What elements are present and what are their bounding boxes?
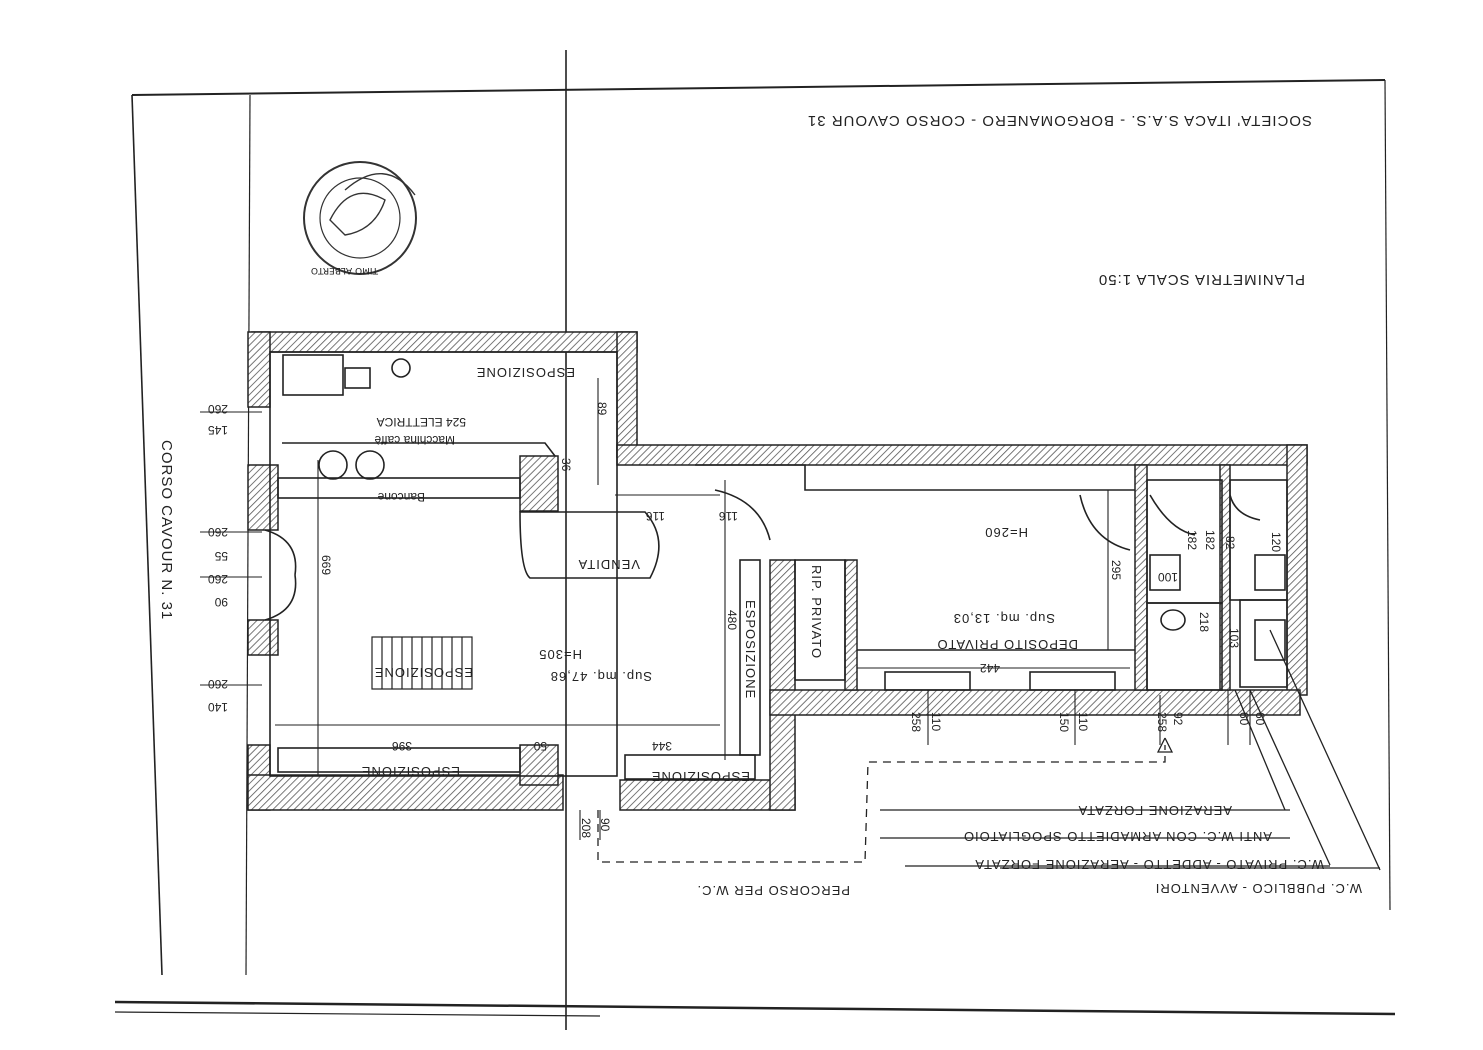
rip-privato-label: RIP. PRIVATO [809, 565, 824, 659]
stamp: TIMO ALBERTO [303, 161, 417, 275]
deposit-name-label: DEPOSITO PRIVATO [937, 637, 1078, 652]
legend-wc-privato: W.C. PRIVATO - ADDETTO - AERAZIONE FORZA… [974, 857, 1324, 872]
legend-wc-pubblico: W.C. PUBBLICO - AVVENTORI [1155, 881, 1362, 896]
dim-116-a: 116 [646, 509, 665, 523]
dim-120: 120 [1269, 532, 1283, 552]
dim-89: 89 [595, 402, 609, 416]
dim-50: 50 [533, 739, 547, 753]
dim-480: 480 [725, 610, 739, 630]
esposizione-bottom-label: ESPOSIZIONE [361, 764, 460, 779]
dim-60-b: 60 [1253, 712, 1267, 726]
dim-90: 90 [214, 595, 228, 609]
dim-100: 100 [1158, 570, 1178, 584]
macchina-label: Macchina caffè [374, 433, 455, 447]
dim-260-b: 260 [208, 525, 228, 539]
esposizione-grid-label: ESPOSIZIONE [374, 665, 473, 680]
legend-aerazione: AERAZIONE FORZATA [1078, 803, 1232, 818]
esposizione-vertical-label: ESPOSIZIONE [743, 600, 758, 699]
route-lines [597, 629, 1381, 871]
dim-82: 82 [1223, 536, 1237, 550]
company-title: SOCIETA' ITACA S.A.S. - BORGOMANERO - CO… [807, 112, 1312, 129]
dimension-lines [200, 378, 1251, 840]
dim-150: 150 [1057, 712, 1071, 732]
esposizione-bottom-right-label: ESPOSIZIONE [651, 769, 750, 784]
dim-669: 669 [319, 555, 333, 575]
deposit-height-label: H=260 [984, 525, 1028, 540]
dim-295: 295 [1109, 560, 1123, 580]
dim-145: 145 [208, 423, 228, 437]
dim-140: 140 [208, 700, 228, 714]
dim-344: 344 [652, 739, 672, 753]
main-height-label: H=305 [538, 647, 582, 662]
legend-anti-wc: ANTI W.C. CON ARMADIETTO SPOGLIATOIO [963, 829, 1272, 844]
dim-116-b: 116 [719, 509, 738, 523]
dim-103: 103 [1227, 628, 1241, 648]
dim-258-a: 258 [909, 712, 923, 732]
dim-260-d: 260 [208, 677, 228, 691]
dim-182-b: 182 [1203, 530, 1217, 550]
dim-258-b: 258 [1155, 712, 1169, 732]
legend-percorso: PERCORSO PER W.C. [696, 883, 850, 898]
main-area-label: Sup. mq. 47,68 [550, 669, 652, 684]
scale-label: PLANIMETRIA SCALA 1:50 [1098, 271, 1305, 288]
dim-442: 442 [980, 661, 1000, 675]
dim-110-a: 110 [929, 712, 943, 731]
vendita-label: VENDITA [578, 557, 640, 572]
street-label: CORSO CAVOUR N. 31 [158, 440, 175, 620]
dim-60-a: 60 [1237, 712, 1251, 726]
dim-260-a: 260 [208, 402, 228, 416]
dim-90-b: 90 [598, 818, 612, 832]
elettrica-label: 524 ELETTRICA [377, 415, 466, 429]
walls [247, 331, 1308, 811]
dim-36: 36 [559, 458, 573, 472]
dim-92: 92 [1171, 712, 1185, 726]
dim-182-a: 182 [1185, 530, 1199, 550]
deposit-area-label: Sup. mq. 13,03 [953, 611, 1055, 626]
dim-260-c: 260 [208, 572, 228, 586]
bancone-label: Bancone [377, 490, 425, 504]
dim-396: 396 [392, 739, 412, 753]
dim-218: 218 [1197, 612, 1211, 632]
stamp-text: TIMO ALBERTO [311, 265, 379, 275]
dim-55: 55 [214, 549, 228, 563]
esposizione-top-label: ESPOSIZIONE [476, 365, 575, 380]
interior-lines [264, 351, 1288, 780]
display-grid [371, 636, 473, 690]
frame-lines [114, 50, 1396, 1030]
dim-208: 208 [579, 818, 593, 838]
dim-110-b: 110 [1076, 712, 1090, 731]
